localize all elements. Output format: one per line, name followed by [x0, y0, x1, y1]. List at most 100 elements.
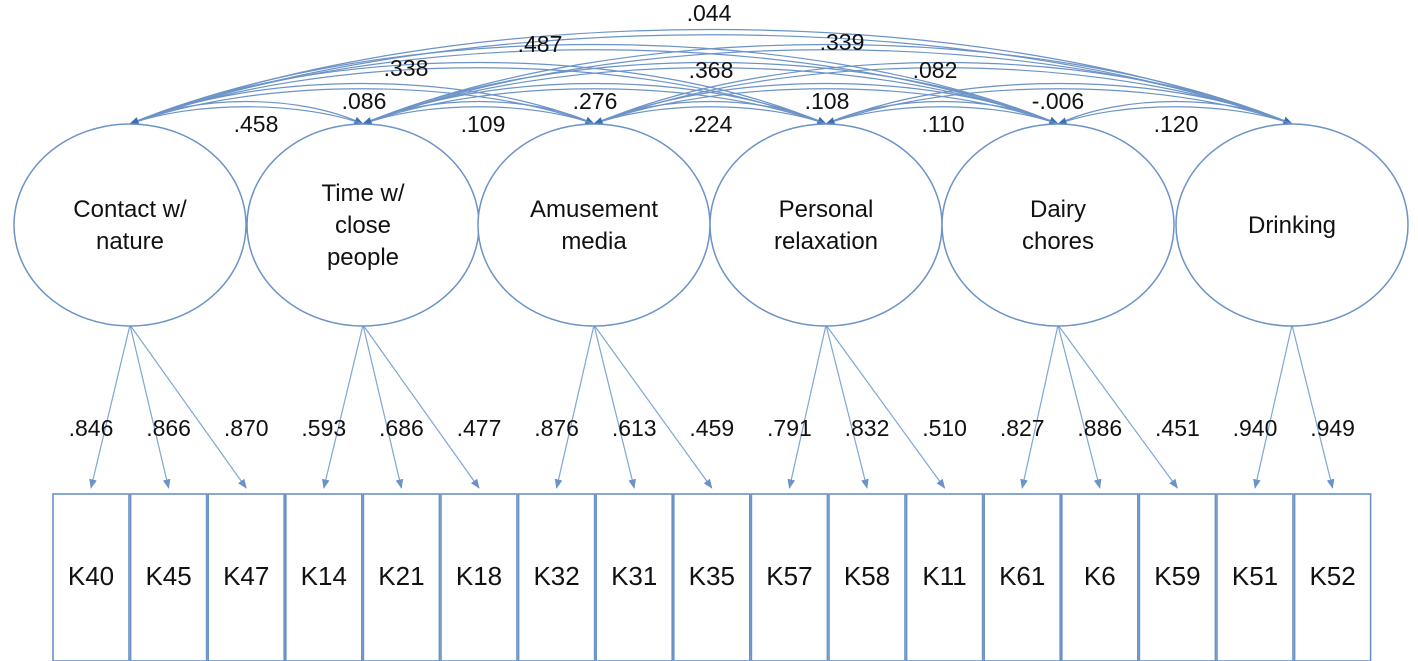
observed-variable-label: K61 [999, 561, 1045, 591]
latent-factor-ellipse[interactable] [13, 123, 247, 327]
latent-factor-label: close [335, 212, 391, 239]
covariance-arc[interactable] [825, 106, 1059, 125]
observed-variable-box[interactable] [129, 493, 208, 661]
observed-variable-label: K51 [1232, 561, 1278, 591]
observed-variable-box[interactable] [207, 493, 285, 661]
covariance-coefficient-label: .110 [921, 111, 964, 137]
observed-variable-box[interactable] [362, 493, 441, 661]
covariance-arc[interactable] [593, 67, 1293, 125]
latent-factor-ellipse[interactable] [1175, 123, 1409, 327]
observed-variable-label: K21 [378, 561, 424, 591]
observed-variable-box[interactable] [284, 493, 363, 661]
loading-arrow [129, 324, 171, 489]
covariance-arc-group [129, 28, 1293, 125]
covariance-arc[interactable] [1057, 106, 1293, 125]
loading-arrow [1253, 324, 1293, 489]
observed-variable-box[interactable] [905, 493, 984, 661]
observed-variable-label: K59 [1154, 561, 1200, 591]
loading-coefficient-label: .477 [457, 415, 502, 441]
observed-variable-label: K52 [1309, 561, 1355, 591]
observed-variable-box[interactable] [983, 493, 1062, 661]
loading-coefficient-label: .886 [1077, 415, 1122, 441]
covariance-label-group: .458.109.224.110.120.086.276.108-.006.33… [234, 0, 1199, 137]
covariance-coefficient-label: .044 [687, 0, 732, 26]
covariance-arc[interactable] [362, 67, 1059, 125]
covariance-arc[interactable] [593, 106, 827, 125]
observed-variable-label: K18 [456, 561, 502, 591]
loading-coefficient-label: .876 [534, 415, 579, 441]
loading-arrow [593, 324, 636, 489]
loading-arrow [1057, 324, 1102, 489]
observed-variable-box[interactable] [1216, 493, 1294, 661]
loading-arrow [89, 324, 131, 489]
loading-arrow [1291, 324, 1335, 489]
loading-coefficient-label: .870 [224, 415, 269, 441]
latent-factor-ellipse[interactable] [709, 123, 943, 327]
observed-variable-box[interactable] [672, 493, 751, 661]
latent-factor-label: relaxation [774, 228, 878, 255]
observed-variable-label: K35 [689, 561, 735, 591]
observed-variable-box[interactable] [750, 493, 829, 661]
observed-variable-box[interactable] [1061, 493, 1139, 661]
observed-variable-label: K58 [844, 561, 890, 591]
loading-coefficient-label: .510 [922, 415, 967, 441]
covariance-arc[interactable] [362, 106, 595, 125]
observed-variable-label: K6 [1084, 561, 1116, 591]
latent-factor-label: Drinking [1248, 212, 1336, 239]
observed-variable-box[interactable] [828, 493, 906, 661]
observed-variable-box[interactable] [440, 493, 518, 661]
loading-coefficient-label: .846 [69, 415, 114, 441]
loading-coefficient-label: .791 [767, 415, 812, 441]
latent-factor-label: Dairy [1030, 196, 1086, 223]
loading-coefficient-label: .866 [146, 415, 191, 441]
observed-variable-box[interactable] [517, 493, 596, 661]
latent-factor-label: chores [1022, 228, 1094, 255]
loading-arrow [825, 324, 869, 489]
covariance-arc[interactable] [129, 67, 827, 125]
latent-factor-label: Amusement [530, 196, 658, 223]
observed-variable-box[interactable] [52, 493, 130, 661]
loading-coefficient-label: .949 [1310, 415, 1355, 441]
covariance-coefficient-label: .338 [384, 55, 429, 81]
covariance-arc[interactable] [129, 34, 1293, 125]
loading-arrow [554, 324, 595, 489]
latent-factor-label: Contact w/ [73, 196, 187, 223]
observed-variable-box[interactable] [1293, 493, 1372, 661]
latent-factor-label: nature [96, 228, 164, 255]
loading-coefficient-label: .459 [689, 415, 734, 441]
observed-variable-label: K31 [611, 561, 657, 591]
loading-arrow [1057, 324, 1178, 489]
covariance-arc[interactable] [129, 88, 595, 125]
loading-label-group: .846.866.870.593.686.477.876.613.459.791… [69, 415, 1355, 441]
covariance-arc[interactable] [129, 28, 1293, 125]
loading-coefficient-label: .613 [612, 415, 657, 441]
loading-coefficient-label: .686 [379, 415, 424, 441]
covariance-arc[interactable] [825, 88, 1293, 125]
observed-variable-label: K45 [145, 561, 191, 591]
loading-coefficient-label: .451 [1155, 415, 1200, 441]
loading-coefficient-label: .827 [1000, 415, 1045, 441]
covariance-coefficient-label: .224 [688, 111, 733, 137]
observed-variable-box[interactable] [595, 493, 674, 661]
covariance-arc[interactable] [129, 106, 364, 125]
covariance-arc[interactable] [362, 61, 1059, 125]
loading-arrow [593, 324, 713, 489]
latent-factor-ellipse[interactable] [941, 123, 1175, 327]
covariance-coefficient-label: .339 [820, 29, 865, 55]
latent-factor-label: Personal [779, 196, 874, 223]
covariance-arc[interactable] [593, 88, 1059, 125]
latent-factor-ellipse[interactable] [477, 123, 711, 327]
observed-variable-label: K47 [223, 561, 269, 591]
covariance-coefficient-label: .120 [1154, 111, 1199, 137]
loading-arrow [322, 324, 364, 489]
covariance-coefficient-label: .108 [805, 88, 850, 114]
covariance-arc[interactable] [362, 88, 827, 125]
latent-factor-label: people [327, 244, 399, 271]
loading-arrow [1020, 324, 1059, 489]
observed-variable-box[interactable] [1138, 493, 1217, 661]
covariance-coefficient-label: .368 [689, 57, 734, 83]
